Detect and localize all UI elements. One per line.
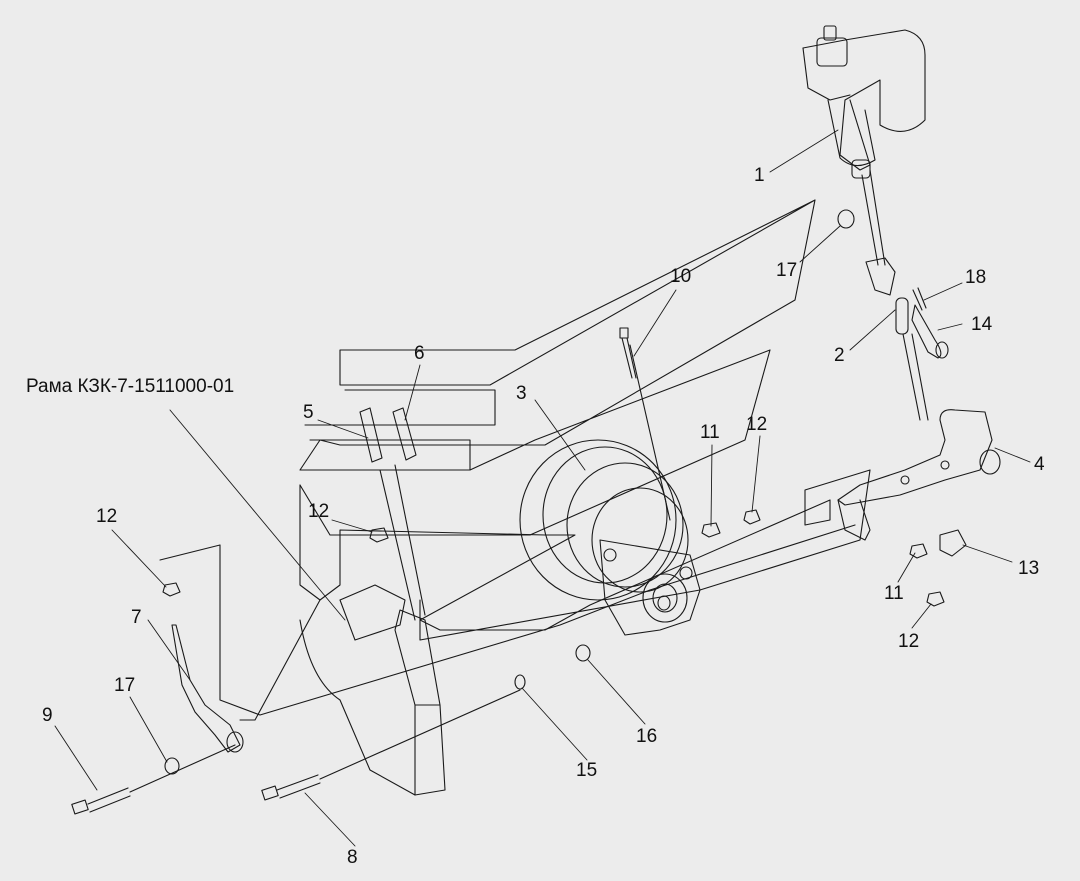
part-11-nut bbox=[909, 543, 928, 559]
part-9-bolt bbox=[71, 744, 236, 815]
part-12-nut bbox=[926, 591, 945, 607]
part-4-lever bbox=[837, 409, 1001, 541]
callout-8: 8 bbox=[347, 847, 358, 868]
part-17-washer bbox=[164, 757, 180, 775]
part-1-actuator bbox=[802, 25, 926, 266]
part-12-nut bbox=[369, 527, 389, 543]
part-10-bolt bbox=[619, 327, 637, 379]
bracket bbox=[299, 464, 446, 796]
part-6-plate bbox=[392, 407, 417, 461]
part-7-rod bbox=[171, 624, 244, 753]
part-18-cotter bbox=[912, 287, 927, 311]
callout-14: 14 bbox=[971, 314, 993, 335]
callout-12: 12 bbox=[96, 506, 118, 527]
part-12-nut bbox=[162, 582, 181, 597]
callout-17: 17 bbox=[114, 675, 136, 696]
callout-6: 6 bbox=[414, 343, 425, 364]
callout-4: 4 bbox=[1034, 454, 1045, 475]
part-13-nut bbox=[939, 529, 967, 557]
part-5-plate bbox=[359, 407, 383, 463]
callout-12: 12 bbox=[746, 414, 768, 435]
part-12-nut bbox=[743, 509, 761, 525]
callout-1: 1 bbox=[754, 165, 765, 186]
part-17-washer bbox=[837, 209, 855, 229]
part-15-washer bbox=[514, 674, 526, 690]
frame-outline bbox=[159, 199, 871, 721]
callout-10: 10 bbox=[670, 266, 692, 287]
callout-15: 15 bbox=[576, 760, 598, 781]
part-16-washer bbox=[575, 644, 591, 662]
callout-3: 3 bbox=[516, 383, 527, 404]
callout-12: 12 bbox=[308, 501, 330, 522]
leader-lines bbox=[54, 129, 1031, 847]
callout-7: 7 bbox=[131, 607, 142, 628]
callout-18: 18 bbox=[965, 267, 987, 288]
callout-9: 9 bbox=[42, 705, 53, 726]
callout-12: 12 bbox=[898, 631, 920, 652]
part-11-nut bbox=[701, 522, 721, 538]
callout-16: 16 bbox=[636, 726, 658, 747]
callout-11: 11 bbox=[700, 422, 720, 443]
callout-13: 13 bbox=[1018, 558, 1040, 579]
part-8-bolt bbox=[261, 689, 521, 801]
frame-label: Рама КЗК-7-1511000-01 bbox=[26, 376, 235, 397]
callout-5: 5 bbox=[303, 402, 314, 423]
callout-17: 17 bbox=[776, 260, 798, 281]
callout-11: 11 bbox=[884, 583, 904, 604]
callout-2: 2 bbox=[834, 345, 845, 366]
part-2-fork bbox=[865, 257, 929, 421]
part-14-pin bbox=[911, 304, 949, 359]
part-3-pulley bbox=[519, 344, 701, 636]
